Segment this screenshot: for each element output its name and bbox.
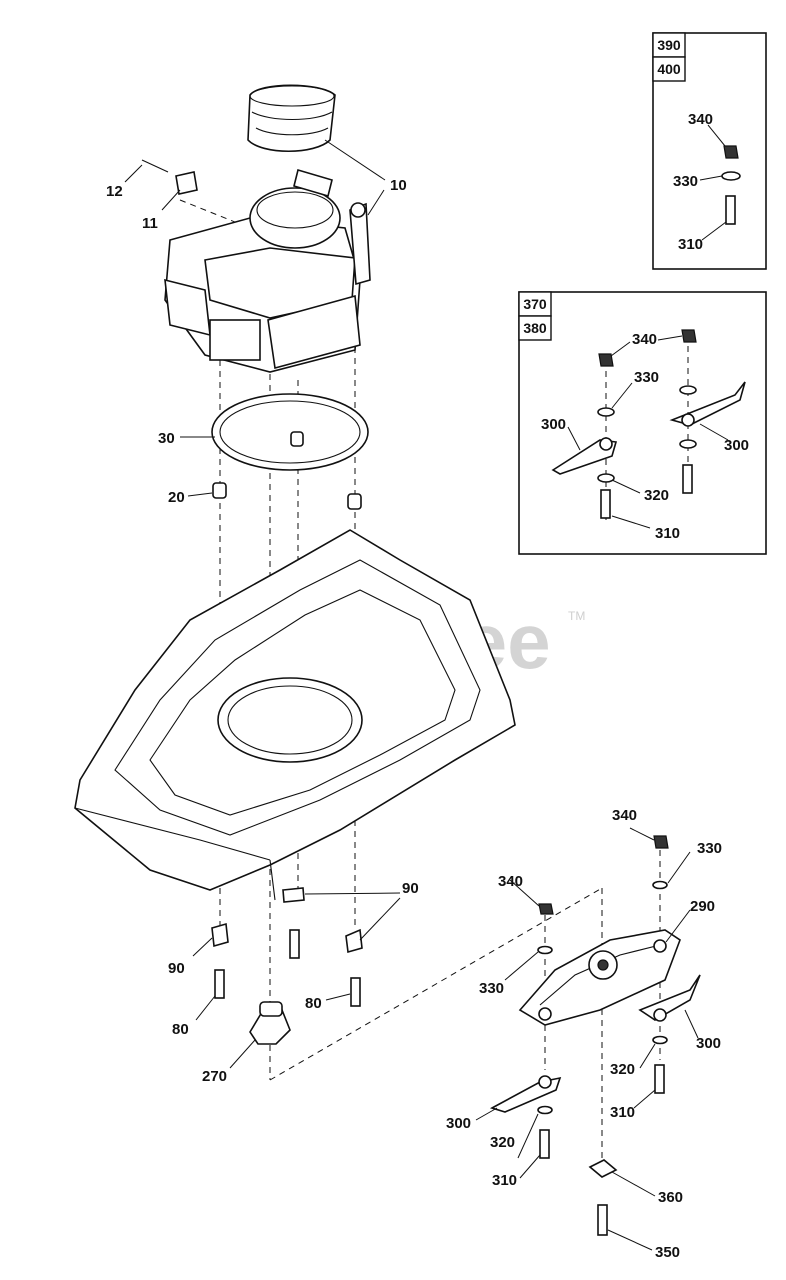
blade-300-lower-left xyxy=(489,1075,562,1113)
clip-left xyxy=(211,922,229,948)
inset-box-390-400: 390 400 xyxy=(652,32,767,270)
clip-right xyxy=(345,928,363,954)
callout-11: 11 xyxy=(142,215,158,232)
inset-mid-callout-330: 330 xyxy=(634,369,659,386)
inset-mid-callout-340: 340 xyxy=(632,331,657,348)
callout-80-mid: 80 xyxy=(305,995,322,1012)
blade-adapter-270 xyxy=(249,1001,291,1045)
callout-300-lower-left: 300 xyxy=(446,1115,471,1132)
callouts: 10 11 12 30 20 90 90 80 80 270 340 330 3… xyxy=(106,111,749,1261)
bolt-80-right xyxy=(350,977,361,1007)
gasket xyxy=(211,393,369,471)
inset-top-callout-330: 330 xyxy=(673,173,698,190)
callout-310-lower-left: 310 xyxy=(492,1172,517,1189)
callout-310-lower-right: 310 xyxy=(610,1104,635,1121)
callout-80-left: 80 xyxy=(172,1021,189,1038)
inset-mid-callout-300-right: 300 xyxy=(724,437,749,454)
inset-tab-370: 370 xyxy=(523,296,547,312)
bolt-80-left xyxy=(214,969,225,999)
callout-320-lower-right: 320 xyxy=(610,1061,635,1078)
starter-cup xyxy=(247,84,336,153)
inset-top-callout-310: 310 xyxy=(678,236,703,253)
hardware-lower-right xyxy=(537,835,669,1236)
callout-340-lower-left: 340 xyxy=(498,873,523,890)
mower-deck xyxy=(74,529,516,901)
callout-350: 350 xyxy=(655,1244,680,1261)
blade-300-lower-right xyxy=(638,974,701,1022)
callout-320-lower-left: 320 xyxy=(490,1134,515,1151)
callout-330-lower-right: 330 xyxy=(697,840,722,857)
callout-12: 12 xyxy=(106,183,123,200)
callout-330-lower-left: 330 xyxy=(479,980,504,997)
leader-lines xyxy=(124,124,729,1251)
watermark-trademark: TM xyxy=(568,609,585,623)
callout-90-left: 90 xyxy=(168,960,185,977)
blade-carrier-290 xyxy=(518,929,681,1026)
callout-270: 270 xyxy=(202,1068,227,1085)
spacer-left xyxy=(212,482,227,499)
callout-300-lower-right: 300 xyxy=(696,1035,721,1052)
spacer-right xyxy=(347,493,362,510)
wire-clip xyxy=(141,159,169,173)
inset-mid-callout-300-left: 300 xyxy=(541,416,566,433)
inset-tab-380: 380 xyxy=(523,320,547,336)
inset-mid-callout-310: 310 xyxy=(655,525,680,542)
callout-360: 360 xyxy=(658,1189,683,1206)
clip-center xyxy=(282,887,305,903)
bolt-80-mid xyxy=(289,929,300,959)
callout-20: 20 xyxy=(168,489,185,506)
callout-290: 290 xyxy=(690,898,715,915)
inset-tab-400: 400 xyxy=(657,61,681,77)
engine xyxy=(164,168,371,373)
inset-mid-callout-320: 320 xyxy=(644,487,669,504)
callout-30: 30 xyxy=(158,430,175,447)
inset-tab-390: 390 xyxy=(657,37,681,53)
callout-90-right: 90 xyxy=(402,880,419,897)
callout-10: 10 xyxy=(390,177,407,194)
spark-plug-boot xyxy=(175,171,198,195)
inset-top-callout-340: 340 xyxy=(688,111,713,128)
callout-340-lower-right: 340 xyxy=(612,807,637,824)
inset-box-370-380: 370 380 xyxy=(518,291,767,555)
